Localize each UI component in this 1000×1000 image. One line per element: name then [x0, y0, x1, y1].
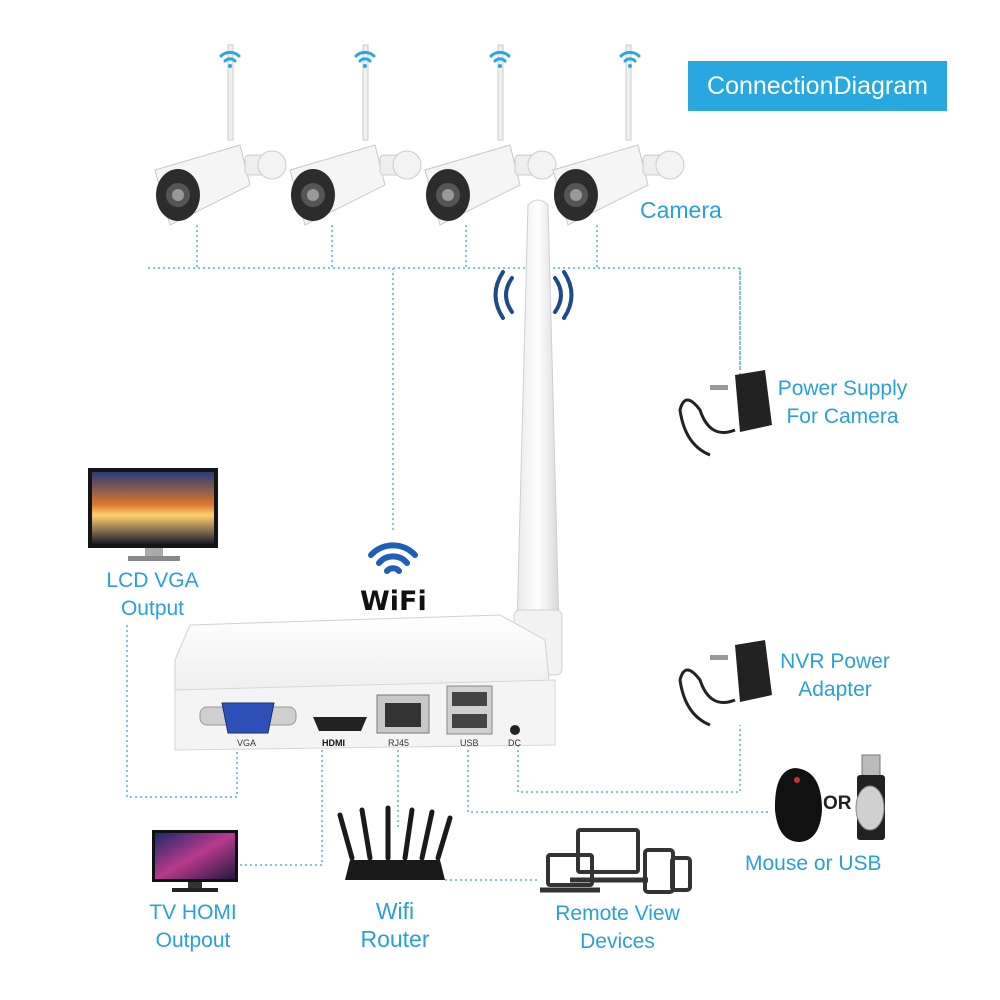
bullet-camera-icon [424, 44, 557, 226]
hdmi-port-label: HDMI [322, 738, 345, 748]
nvr-power-label: NVR Power Adapter [760, 648, 910, 704]
mouse-usb-label: Mouse or USB [745, 852, 882, 875]
wifi-icon [219, 50, 641, 68]
router-label: Wifi Router [340, 897, 450, 953]
wifi-label: WiFi [360, 586, 427, 617]
lcd-label-line1: LCD VGA [106, 569, 199, 592]
router-label-line2: Router [360, 926, 430, 952]
wifi-icon [368, 542, 418, 574]
diagram-title: ConnectionDiagram [688, 61, 947, 111]
camera-label: Camera [640, 197, 722, 223]
nvr-power-label-line2: Adapter [798, 678, 872, 701]
monitor-icon [152, 830, 238, 892]
power-supply-label-line1: Power Supply [777, 377, 908, 400]
power-adapter-icon [678, 640, 772, 727]
tv-label-line1: TV HOMI [149, 901, 237, 924]
connector-lines [126, 225, 770, 881]
router-label-line1: Wifi [375, 898, 415, 924]
nvr-device [174, 614, 556, 751]
bullet-camera-icon [552, 44, 685, 226]
lcd-label-line2: Output [120, 597, 185, 620]
bullet-camera-icon [289, 44, 422, 226]
usb-port-label: USB [460, 738, 479, 748]
tv-label-line2: Outpout [155, 929, 231, 952]
or-label: OR [823, 793, 852, 814]
devices-icon [540, 828, 692, 894]
power-adapter-icon [678, 370, 772, 457]
vga-port-label: VGA [237, 738, 257, 748]
nvr-power-label-line1: NVR Power [780, 650, 890, 673]
signal-waves-icon [493, 270, 574, 320]
antenna-icon [513, 199, 563, 676]
dc-port-label: DC [508, 738, 521, 748]
lcd-label: LCD VGA Output [80, 567, 225, 623]
rj45-port-label: RJ45 [388, 738, 410, 748]
usb-drive-icon [855, 754, 885, 840]
remote-label: Remote View Devices [535, 900, 700, 956]
tv-label: TV HOMI Outpout [118, 899, 268, 955]
power-supply-label-line2: For Camera [786, 405, 899, 428]
monitor-icon [88, 468, 218, 561]
router-icon [337, 805, 453, 880]
bullet-camera-icon [154, 44, 287, 226]
power-supply-label: Power Supply For Camera [765, 375, 920, 431]
remote-label-line1: Remote View [555, 902, 680, 925]
remote-label-line2: Devices [580, 930, 655, 953]
mouse-icon [774, 768, 822, 842]
